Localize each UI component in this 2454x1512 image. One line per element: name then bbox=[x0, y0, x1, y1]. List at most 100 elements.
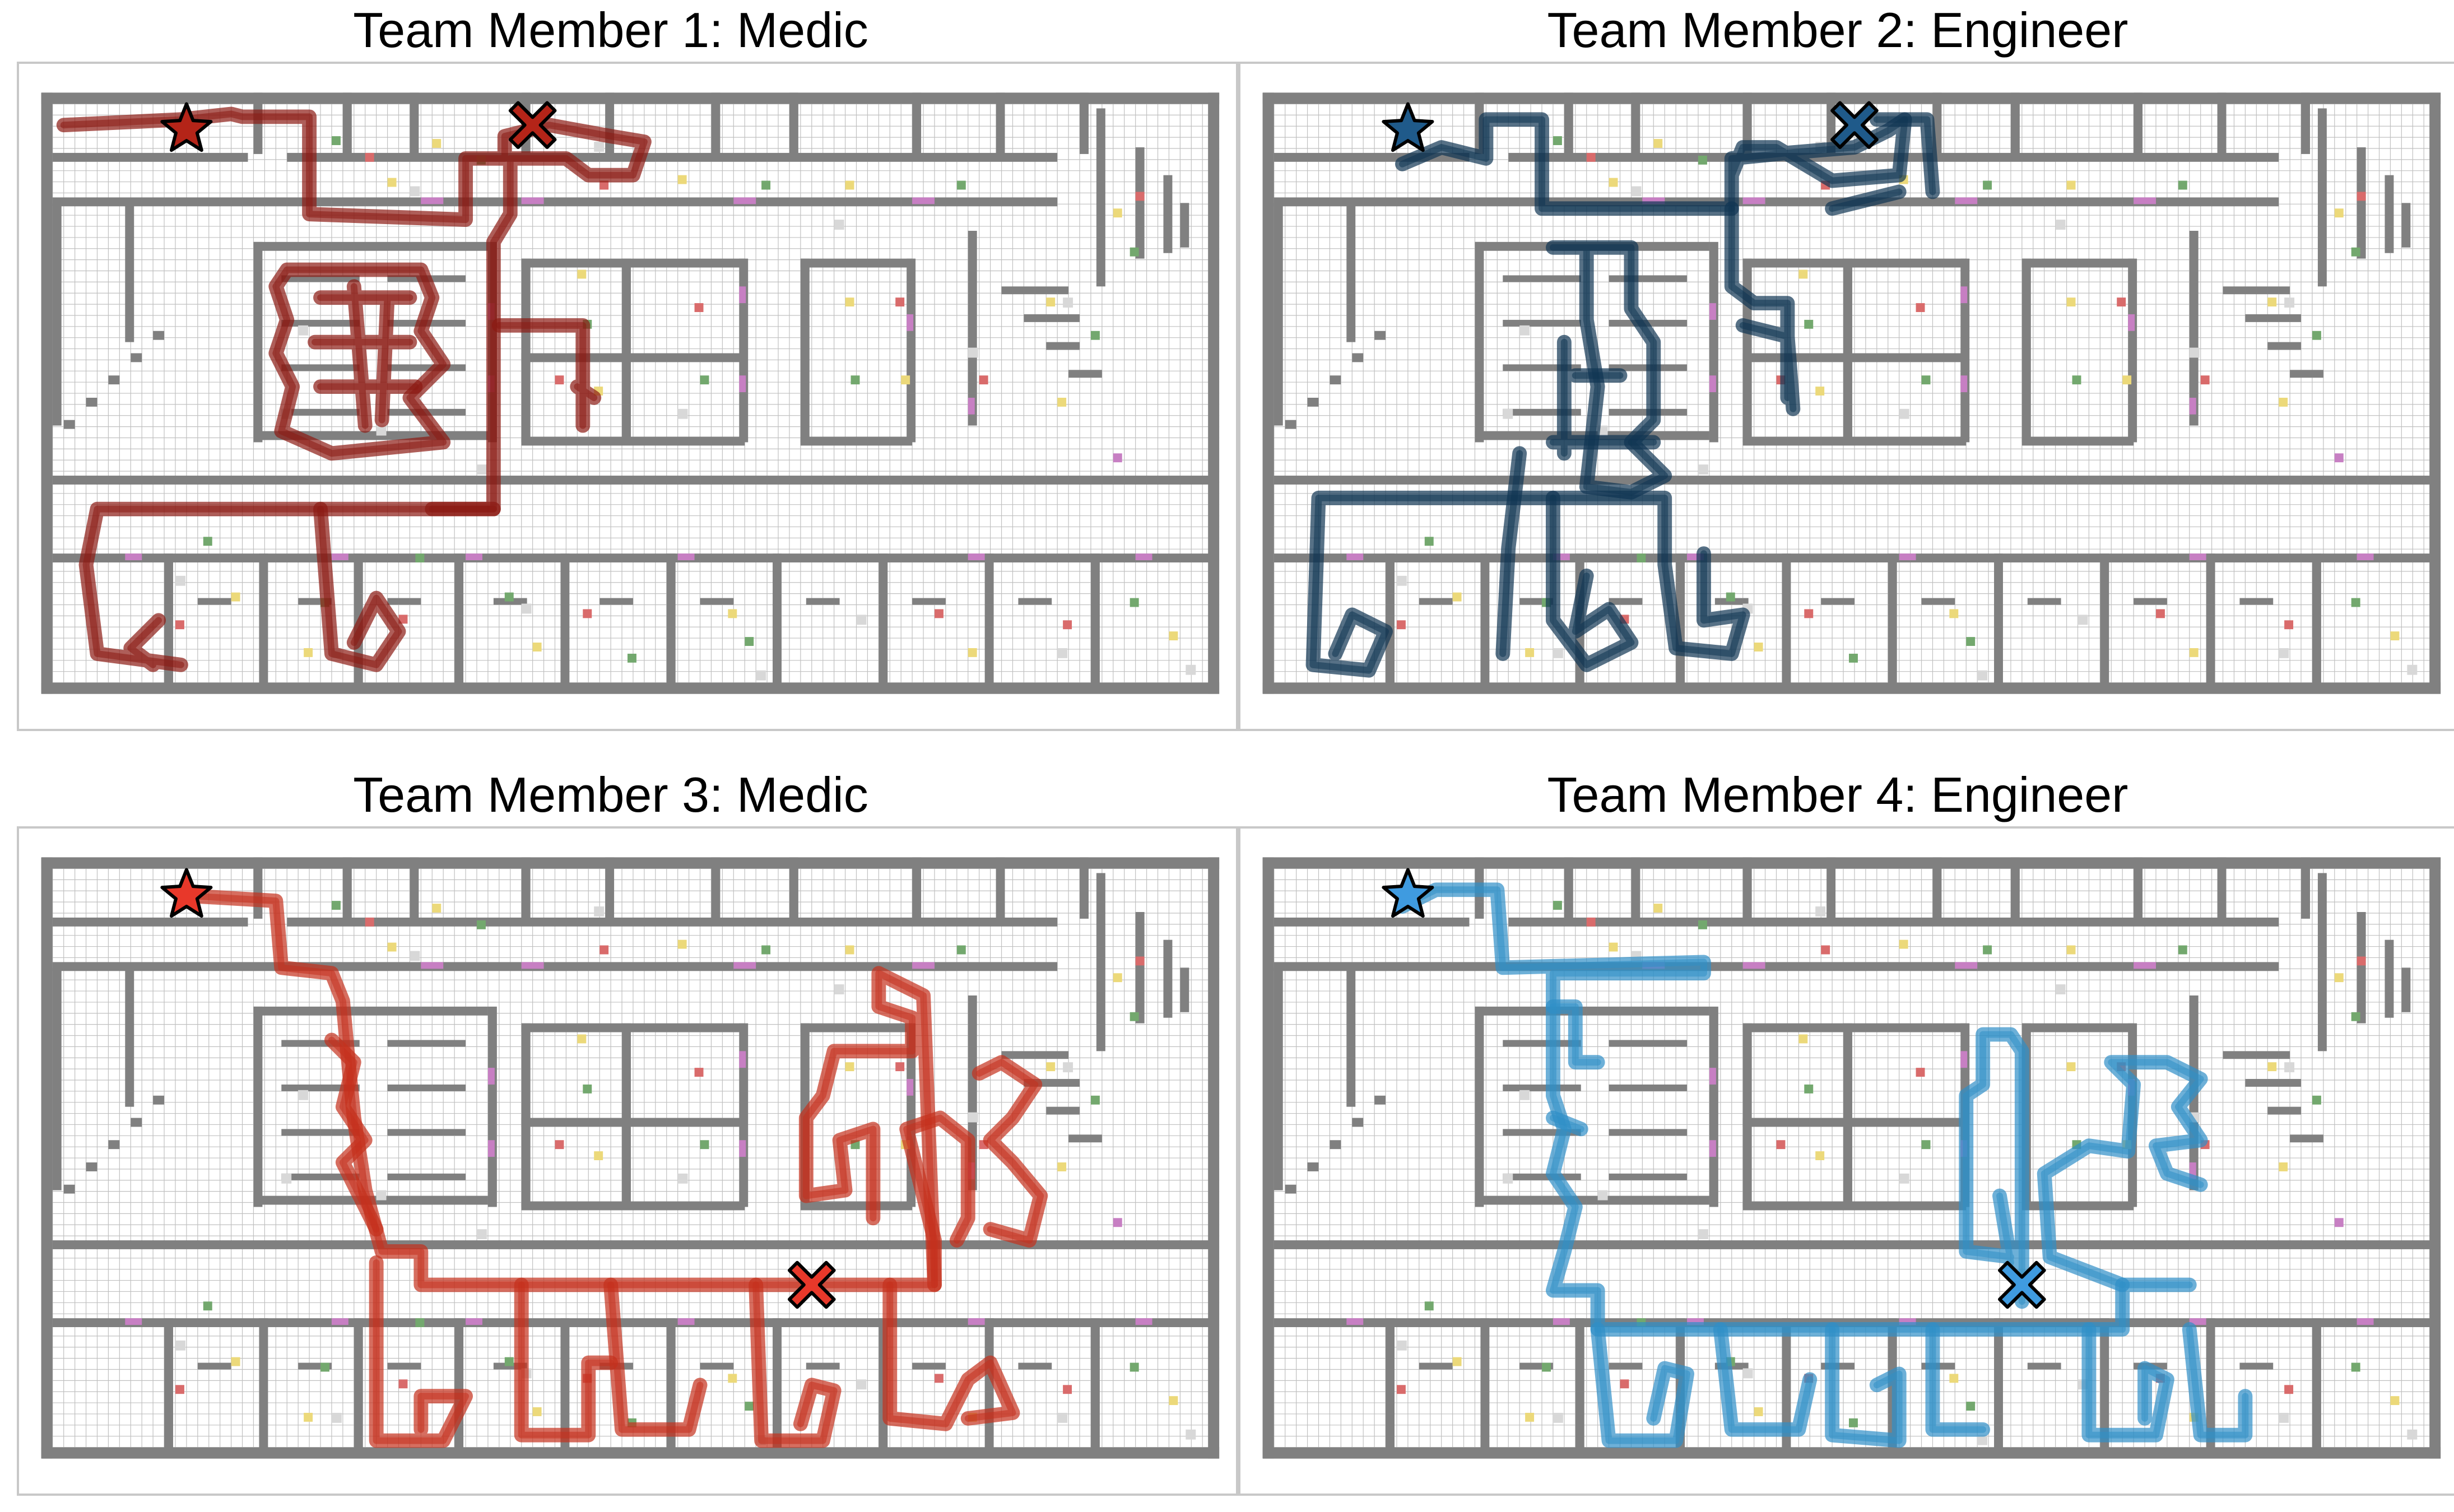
wall-segment bbox=[1096, 108, 1105, 287]
victim-green bbox=[320, 1362, 329, 1372]
victim-yellow bbox=[387, 942, 397, 952]
door bbox=[1899, 1318, 1916, 1325]
victim-red bbox=[1776, 1140, 1786, 1150]
trajectory-path-core bbox=[2085, 1326, 2171, 1439]
door bbox=[907, 314, 914, 331]
wall-segment bbox=[1018, 1362, 1052, 1370]
door bbox=[1113, 453, 1122, 463]
wall-segment bbox=[2134, 598, 2167, 605]
wall-segment bbox=[1001, 286, 1069, 295]
wall-segment bbox=[1285, 420, 1296, 429]
wall-segment bbox=[700, 1362, 734, 1370]
gray-tile bbox=[1698, 464, 1708, 475]
panel-title-1: Team Member 1: Medic bbox=[353, 2, 868, 58]
victim-yellow bbox=[1057, 397, 1067, 407]
trajectory-path-core bbox=[1549, 338, 1657, 457]
wall-segment bbox=[2217, 92, 2227, 154]
wall-segment bbox=[1024, 314, 1080, 322]
victim-yellow bbox=[2066, 297, 2076, 307]
door bbox=[968, 553, 985, 561]
victim-yellow bbox=[2267, 297, 2277, 307]
trajectory-path-core bbox=[317, 505, 402, 668]
victim-red bbox=[694, 303, 704, 313]
wall-segment bbox=[1742, 92, 1752, 154]
door bbox=[2334, 453, 2344, 463]
wall-segment bbox=[879, 553, 888, 687]
door bbox=[2189, 1162, 2196, 1179]
trajectory-path-core bbox=[60, 110, 648, 513]
victim-green bbox=[1966, 637, 1976, 646]
wall-segment bbox=[1046, 342, 1080, 350]
map-panel-3 bbox=[17, 826, 1238, 1496]
wall-segment bbox=[1609, 1084, 1688, 1091]
wall-segment bbox=[52, 203, 62, 426]
victim-red bbox=[2284, 1385, 2294, 1394]
door bbox=[466, 553, 482, 561]
victim-red bbox=[2155, 609, 2165, 618]
wall-segment bbox=[1274, 1240, 2436, 1249]
star-icon bbox=[1382, 868, 1434, 918]
victim-yellow bbox=[2066, 1062, 2076, 1072]
wall-segment bbox=[164, 1318, 173, 1452]
wall-segment bbox=[1262, 857, 1274, 1459]
door bbox=[1960, 286, 1968, 304]
wall-segment bbox=[996, 857, 1005, 919]
victim-red bbox=[934, 1374, 944, 1383]
wall-segment bbox=[164, 553, 173, 687]
victim-red bbox=[398, 1379, 408, 1389]
door bbox=[421, 962, 444, 969]
wall-segment bbox=[387, 1084, 466, 1091]
victim-yellow bbox=[2267, 1062, 2277, 1072]
wall-segment bbox=[1135, 147, 1145, 259]
victim-red bbox=[555, 375, 564, 385]
door bbox=[739, 1051, 746, 1068]
gray-tile bbox=[834, 984, 844, 995]
trajectory-path-core bbox=[886, 1281, 1016, 1427]
trajectory-path-core bbox=[1398, 116, 1908, 212]
wall-segment bbox=[1826, 857, 1836, 919]
door bbox=[1960, 1051, 1968, 1068]
wall-segment bbox=[605, 857, 615, 919]
trajectory-path-core bbox=[1594, 1326, 1691, 1444]
wall-segment bbox=[2357, 911, 2366, 1023]
gray-tile bbox=[1899, 408, 1909, 419]
victim-yellow bbox=[1899, 939, 1908, 949]
door bbox=[1346, 1318, 1364, 1325]
victim-yellow bbox=[1169, 631, 1178, 641]
victim-red bbox=[1063, 620, 1072, 630]
wall-segment bbox=[521, 857, 531, 919]
victim-yellow bbox=[1815, 1151, 1825, 1161]
gray-tile bbox=[298, 325, 309, 336]
victim-yellow bbox=[1754, 1407, 1763, 1416]
wall-segment bbox=[1709, 241, 1718, 443]
door bbox=[1135, 553, 1152, 561]
wall-segment bbox=[1346, 967, 1356, 1107]
wall-segment bbox=[1503, 1084, 1581, 1091]
wall-segment bbox=[52, 1318, 1214, 1328]
gray-tile bbox=[1186, 1429, 1196, 1440]
victim-green bbox=[1542, 1362, 1551, 1372]
victim-yellow bbox=[2279, 1162, 2288, 1171]
gray-tile bbox=[968, 347, 978, 358]
wall-segment bbox=[52, 152, 248, 162]
victim-green bbox=[700, 375, 709, 385]
trajectory-path-core bbox=[1717, 1326, 1814, 1433]
x-icon bbox=[1830, 101, 1879, 149]
wall-segment bbox=[666, 1318, 676, 1452]
victim-yellow bbox=[1046, 1062, 1056, 1072]
wall-segment bbox=[1262, 92, 1274, 694]
wall-segment bbox=[41, 1447, 1220, 1459]
wall-segment bbox=[1503, 319, 1581, 327]
gray-tile bbox=[476, 1229, 487, 1240]
wall-segment bbox=[1921, 598, 1955, 605]
door bbox=[1687, 1318, 1704, 1325]
wall-segment bbox=[410, 857, 419, 919]
victim-yellow bbox=[1949, 609, 1959, 618]
wall-segment bbox=[521, 436, 745, 446]
wall-segment bbox=[1307, 1162, 1319, 1171]
trajectory-path-core bbox=[312, 283, 419, 429]
wall-segment bbox=[1631, 92, 1640, 154]
victim-yellow bbox=[1949, 1374, 1959, 1383]
gray-tile bbox=[677, 408, 688, 419]
wall-segment bbox=[52, 967, 62, 1190]
